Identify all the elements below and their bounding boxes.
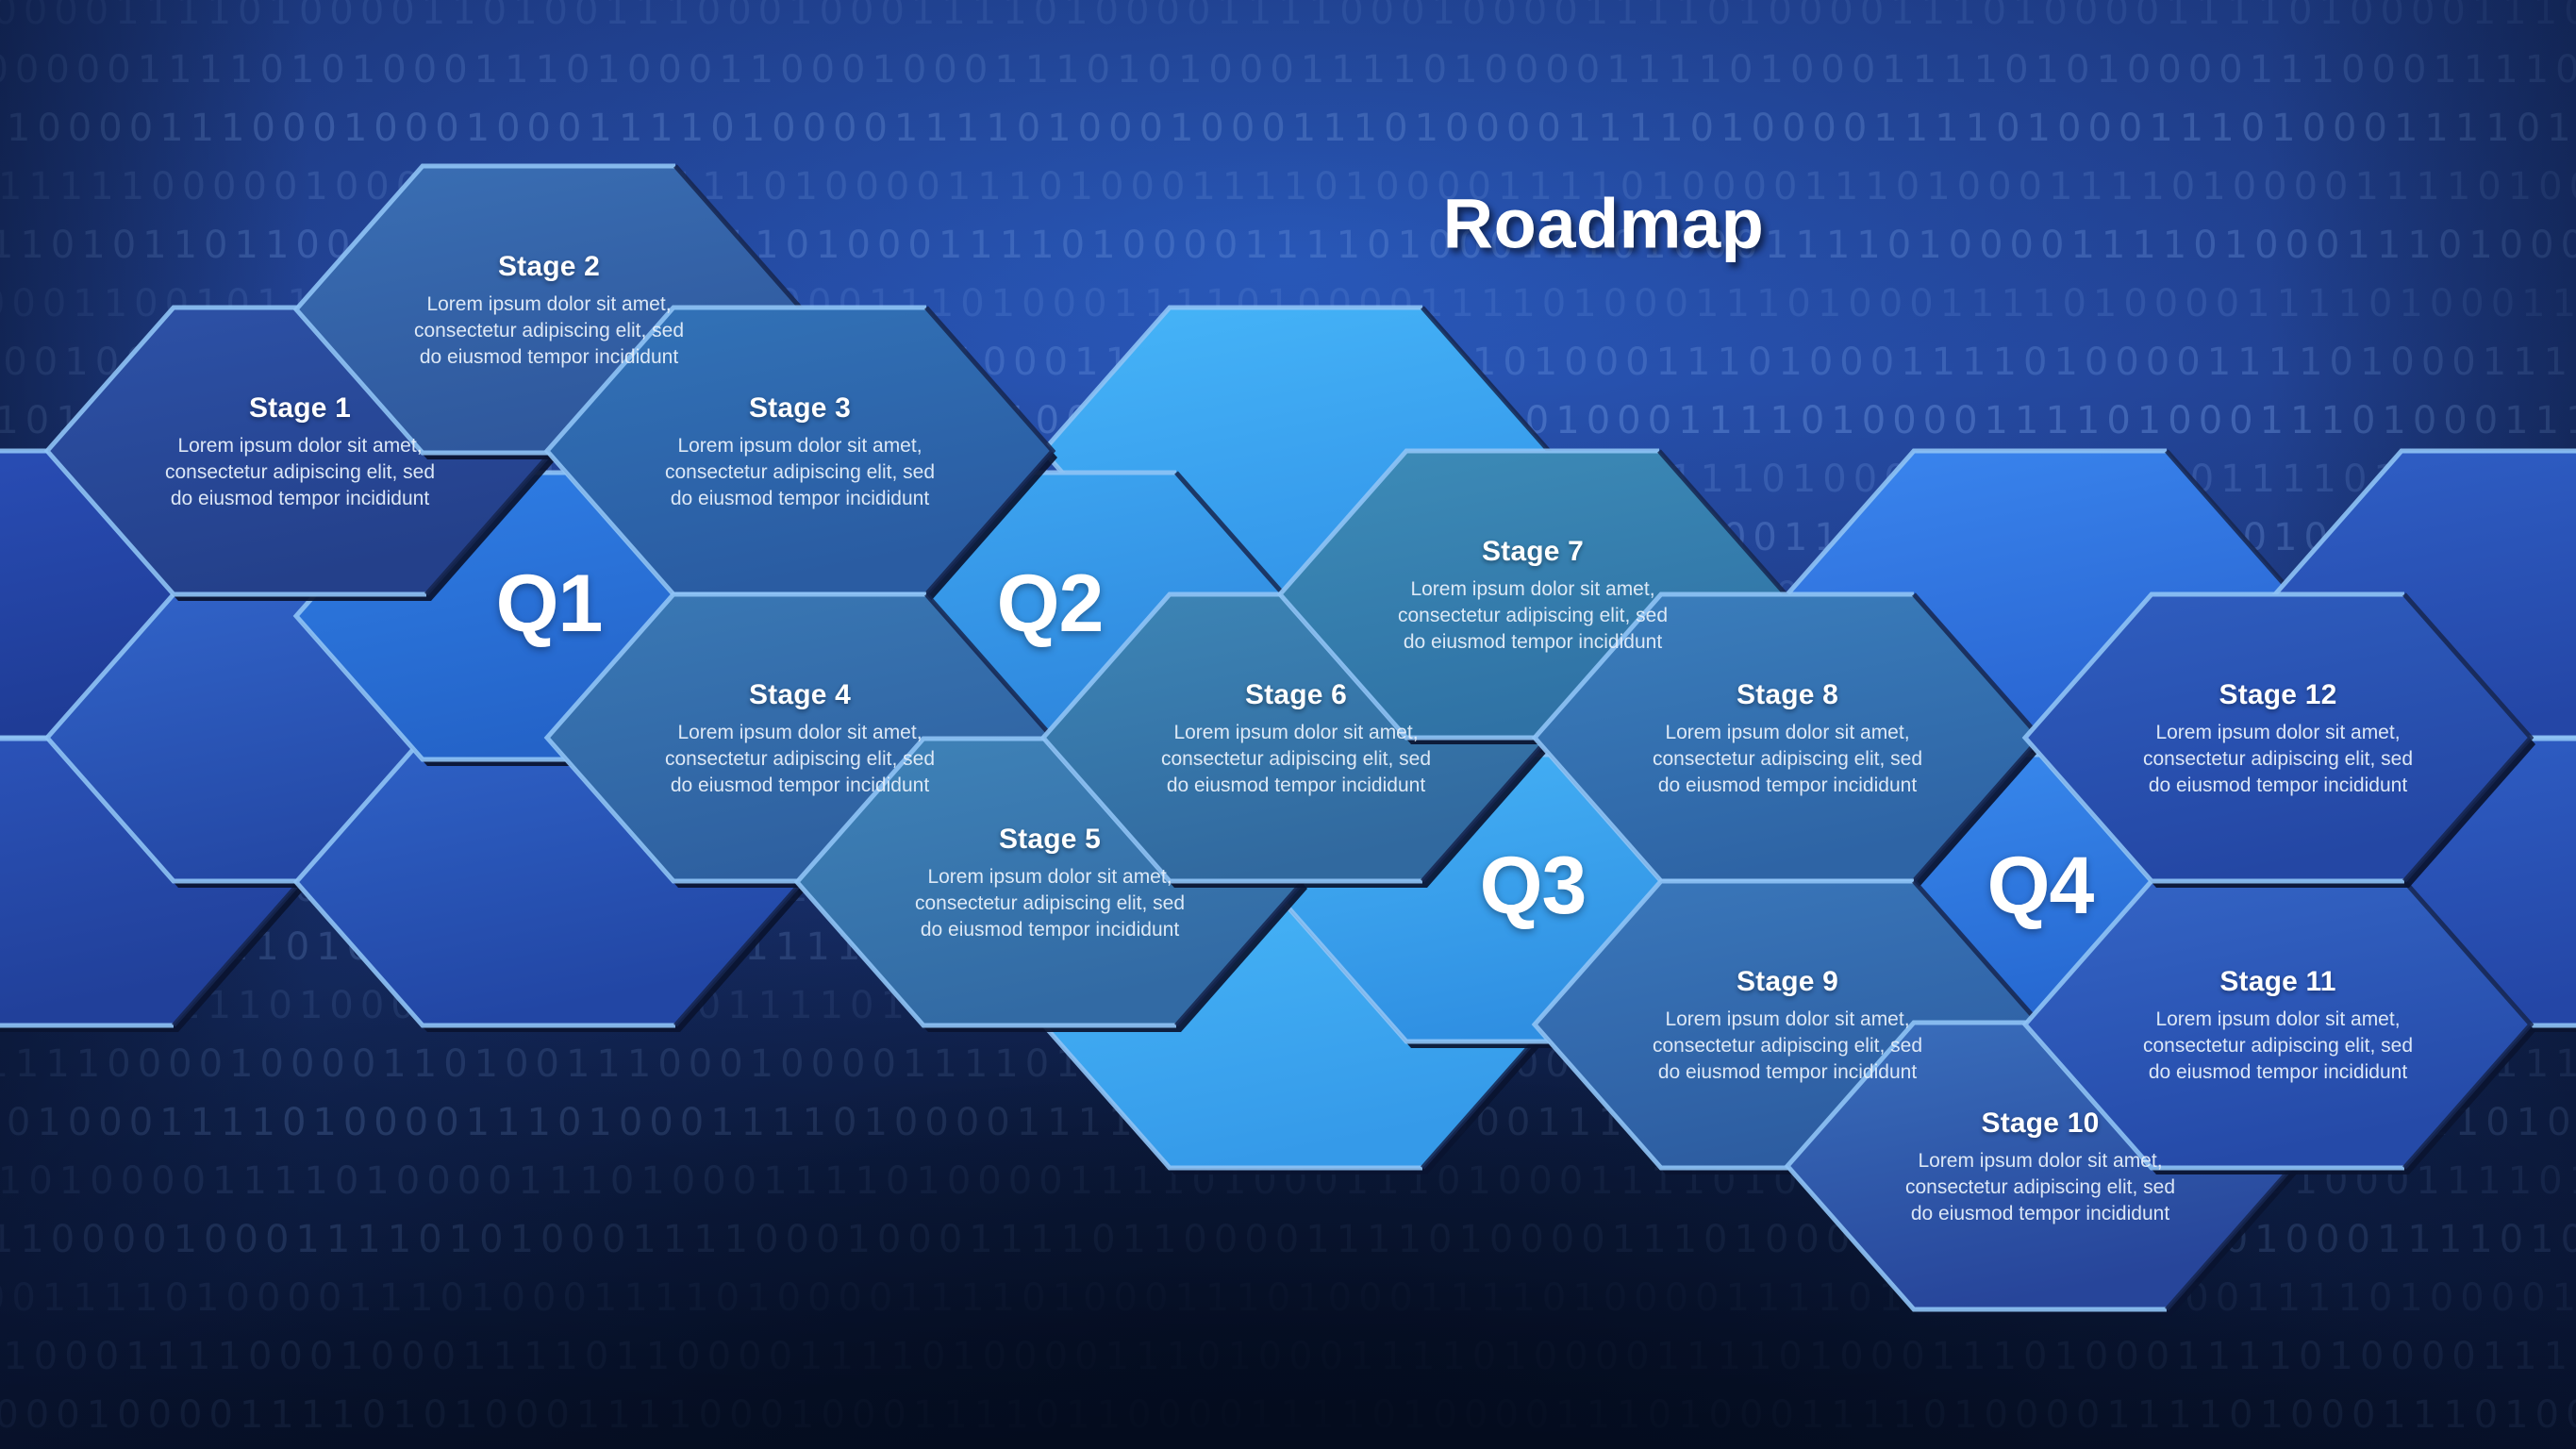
hexagon-shadow-edge: [924, 306, 1056, 596]
hexagon-shadow-edge: [2402, 592, 2534, 883]
stage-hexagon-3[interactable]: [543, 305, 1057, 601]
page-title: Roadmap: [1442, 184, 1765, 263]
hexagon-body: [2025, 594, 2531, 881]
stage-hexagon-8[interactable]: [1531, 591, 2045, 888]
hexagon-body: [547, 308, 1053, 594]
hexagon-highlight-edge: [543, 591, 926, 884]
stage-hexagon-11[interactable]: [2021, 878, 2535, 1174]
hexagon-highlight-edge: [1276, 448, 1659, 741]
hexagon-highlight-edge: [1784, 1020, 2167, 1312]
hexagon-body: [1535, 594, 2040, 881]
hexagon-highlight-edge: [0, 736, 174, 1028]
hexagon-highlight-edge: [43, 305, 426, 597]
hexagon-highlight-edge: [292, 163, 675, 456]
hexagon-highlight-edge: [1531, 878, 1914, 1171]
hexagon-highlight-edge: [2021, 591, 2404, 884]
stage-hexagon-12[interactable]: [2021, 591, 2535, 888]
hexagon-highlight-edge: [793, 736, 1176, 1028]
hexagon-body: [2025, 881, 2531, 1168]
hexagon-highlight-edge: [1039, 591, 1422, 884]
hexagon-shadow-edge: [2402, 879, 2534, 1170]
